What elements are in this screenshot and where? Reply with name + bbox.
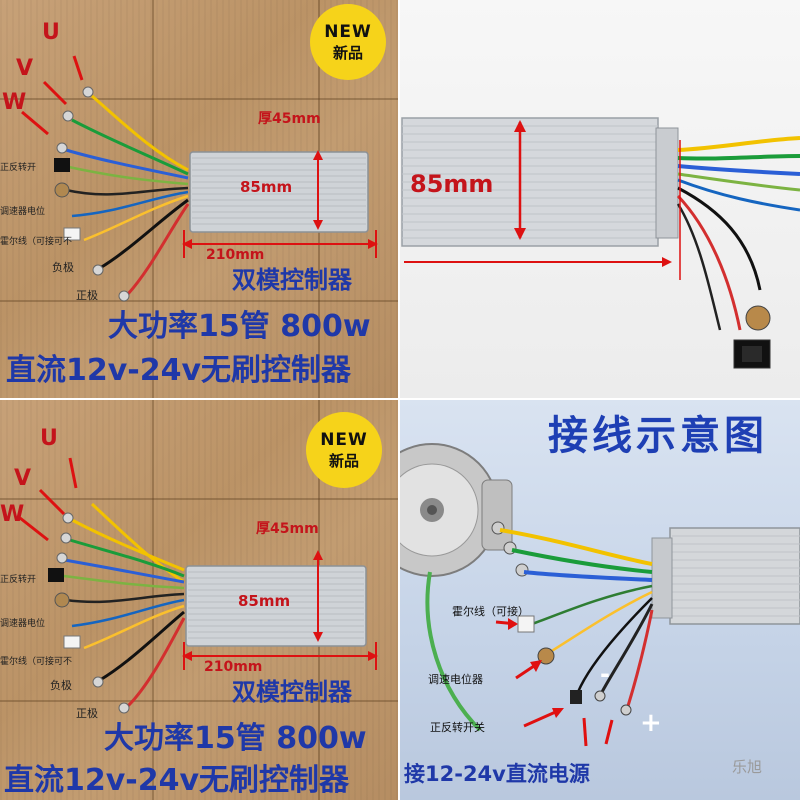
brand-watermark: 乐旭 <box>732 758 763 776</box>
wire-label-positive-2: 正极 <box>76 707 98 720</box>
diagram-minus-sign: - <box>600 660 610 688</box>
badge-new-text: NEW <box>324 21 372 42</box>
caption-module-2: 双模控制器 <box>232 678 352 706</box>
new-product-badge-2: NEW 新品 <box>306 412 382 488</box>
caption-voltage: 直流12v-24v无刷控制器 <box>6 353 352 388</box>
wiring-diagram-illustration <box>400 443 800 747</box>
width-label: 85mm <box>240 178 293 196</box>
diagram-title: 接线示意图 <box>548 412 768 459</box>
thickness-label: 厚45mm <box>258 111 321 127</box>
panel-wiring-diagram: 接线示意图 霍尔线（可接） 调速电位器 正反转开关 - + 接12-24v直流电… <box>400 400 800 800</box>
wire-label-reverse-switch-2: 正反转开 <box>0 575 37 585</box>
badge-new-cn-text: 新品 <box>332 43 363 62</box>
phase-label-v-2: V <box>14 466 32 491</box>
phase-label-u-2: U <box>40 426 58 451</box>
badge-new-text-2: NEW <box>320 429 368 450</box>
wire-label-positive: 正极 <box>76 289 98 302</box>
wire-label-hall: 霍尔线（可接可不 <box>0 237 73 247</box>
diagram-plus-sign: + <box>640 708 662 738</box>
new-product-badge: NEW 新品 <box>310 4 386 80</box>
wire-label-speed-pot: 调速器电位 <box>0 207 46 217</box>
panel-controller-dimensions-top: NEW 新品 U V W 厚45mm 85mm 210mm 正反转开 调速器电位… <box>0 0 398 398</box>
controller-with-wires-illustration-2 <box>19 457 378 714</box>
phase-label-v: V <box>16 56 34 81</box>
length-label: 210mm <box>206 247 265 263</box>
thickness-label-2: 厚45mm <box>256 521 319 537</box>
wire-label-negative-2: 负极 <box>50 679 72 692</box>
badge-new-cn-text-2: 新品 <box>328 451 359 470</box>
panel-controller-closeup: 85mm <box>400 0 800 398</box>
wire-label-negative: 负极 <box>52 261 74 274</box>
diagram-label-hall: 霍尔线（可接） <box>452 605 529 618</box>
diagram-label-speed-pot: 调速电位器 <box>428 673 483 686</box>
wire-label-speed-pot-2: 调速器电位 <box>0 619 46 629</box>
diagram-power-caption: 接12-24v直流电源 <box>404 762 590 786</box>
phase-label-w-2: W <box>0 502 25 527</box>
phase-label-w: W <box>2 90 27 115</box>
caption-module: 双模控制器 <box>232 266 352 294</box>
controller-closeup-illustration <box>401 117 800 369</box>
wire-label-reverse-switch: 正反转开 <box>0 163 37 173</box>
caption-power-2: 大功率15管 800w <box>104 721 367 756</box>
caption-power: 大功率15管 800w <box>108 309 371 344</box>
caption-voltage-2: 直流12v-24v无刷控制器 <box>4 763 350 798</box>
phase-label-u: U <box>42 20 60 45</box>
width-label-2: 85mm <box>238 592 291 610</box>
controller-with-wires-illustration <box>21 55 378 302</box>
wire-label-hall-2: 霍尔线（可接可不 <box>0 657 73 667</box>
panel-controller-dimensions-bottom: NEW 新品 U V W 厚45mm 85mm 210mm 正反转开 调速器电位… <box>0 400 398 800</box>
diagram-label-reverse-switch: 正反转开关 <box>430 721 485 734</box>
length-label-2: 210mm <box>204 659 263 675</box>
closeup-width-label: 85mm <box>410 170 494 198</box>
